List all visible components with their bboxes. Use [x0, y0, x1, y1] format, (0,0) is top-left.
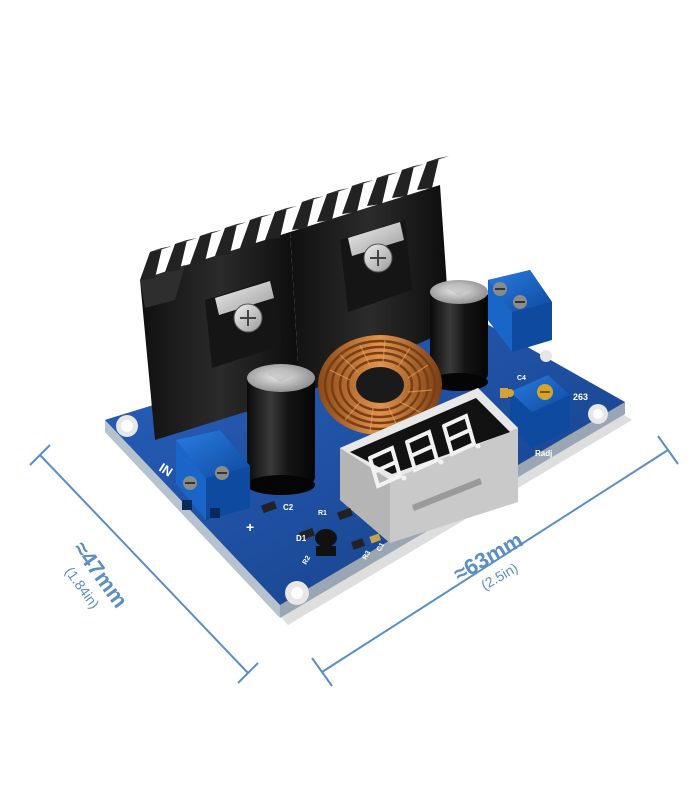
mounting-hole-top — [540, 350, 552, 362]
capacitor-left — [247, 364, 315, 495]
silk-c4: C4 — [517, 375, 526, 382]
silk-plus-output: + — [522, 257, 530, 273]
silk-r3: R3 — [362, 550, 373, 561]
dimension-width-line — [311, 435, 679, 687]
mounting-hole-bottom — [285, 581, 309, 605]
terminal-block-output — [488, 270, 552, 352]
capacitor-right — [430, 280, 488, 391]
dimension-height-line — [29, 444, 259, 684]
silk-c2: C2 — [283, 503, 294, 512]
pcb-side — [105, 420, 280, 618]
mounting-hole-left — [116, 415, 138, 437]
silk-plus-input: + — [246, 519, 254, 535]
seven-segment-display — [340, 388, 518, 543]
silk-c1: C1 — [376, 542, 387, 553]
toroid-inductor — [318, 335, 442, 435]
silk-d1: D1 — [296, 534, 307, 543]
silk-r1: R1 — [318, 510, 327, 517]
smd-components — [261, 388, 508, 556]
silk-pot-code: 263 — [573, 392, 588, 402]
mounting-hole-right — [588, 404, 608, 424]
potentiometer — [506, 375, 570, 448]
silk-radj: Radj — [535, 449, 552, 458]
silk-r2: R2 — [302, 555, 313, 566]
terminal-block-input — [176, 430, 250, 520]
